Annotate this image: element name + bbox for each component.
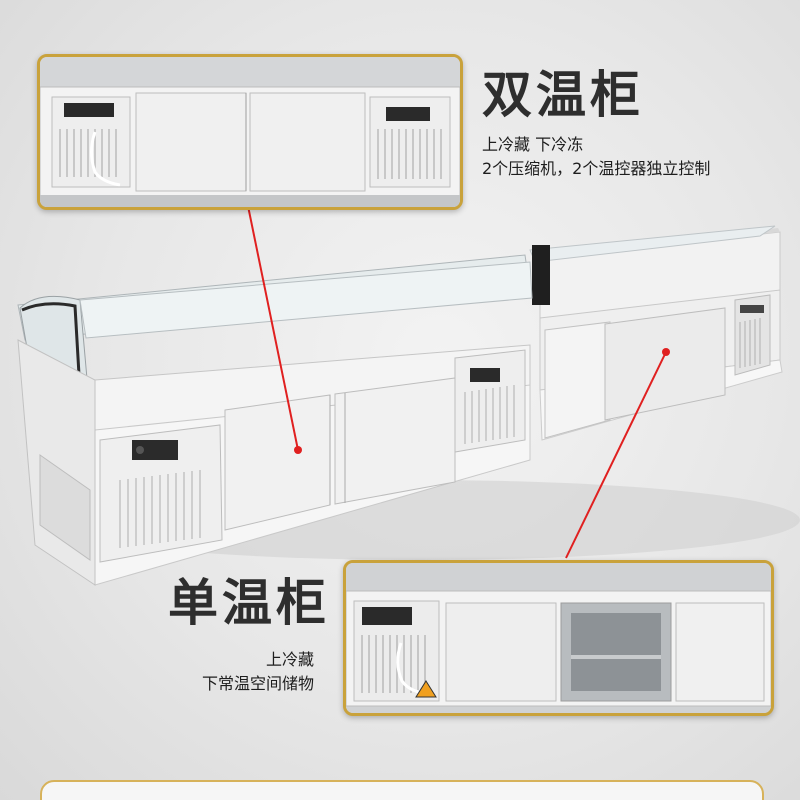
- single-temp-inset: [343, 560, 774, 716]
- single-temp-description: 上冷藏 下常温空间储物: [202, 648, 314, 696]
- dual-temp-base-photo: [40, 57, 460, 207]
- dual-temp-description: 上冷藏 下冷冻 2个压缩机，2个温控器独立控制: [482, 133, 710, 181]
- dual-temp-line-2: 2个压缩机，2个温控器独立控制: [482, 159, 711, 178]
- pointer-line-bottom: [565, 348, 670, 559]
- single-temp-title: 单温柜: [168, 574, 330, 632]
- dual-temp-line-1: 上冷藏 下冷冻: [482, 135, 584, 154]
- dual-temp-inset: [37, 54, 463, 210]
- pointer-line-top: [247, 205, 302, 454]
- single-temp-base-photo: [346, 563, 771, 713]
- single-temp-cabinet: [529, 225, 783, 441]
- single-temp-line-1: 上冷藏: [265, 650, 314, 669]
- next-panel-edge: [40, 780, 764, 800]
- dual-temp-cabinet: [17, 254, 533, 586]
- single-temp-line-2: 下常温空间储物: [201, 674, 314, 693]
- dual-temp-title: 双温柜: [482, 66, 644, 124]
